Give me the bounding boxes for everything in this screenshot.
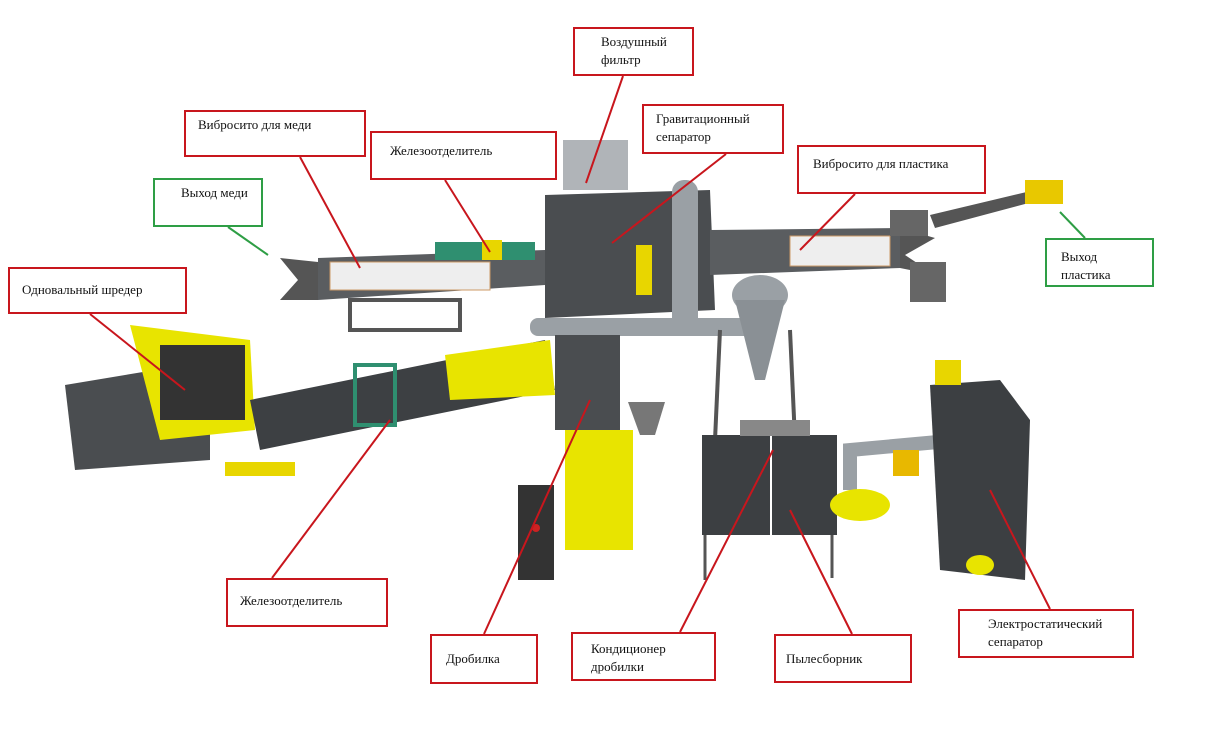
label-iron-separator-top: Железоотделитель — [370, 131, 557, 180]
label-iron-separator-bottom: Железоотделитель — [226, 578, 388, 627]
label-copper-output: Выход меди — [153, 178, 263, 227]
central-separator-tower — [530, 140, 760, 336]
label-plastic-output: Выход пластика — [1045, 238, 1154, 287]
electrostatic-separator — [830, 360, 1030, 580]
label-plastic-sieve: Вибросито для пластика — [797, 145, 986, 194]
crusher — [518, 335, 665, 580]
label-single-shaft-shredder: Одновальный шредер — [8, 267, 187, 314]
shredder — [65, 325, 555, 476]
callout-lines — [89, 75, 1051, 635]
label-air-filter: Воздушный фильтр — [573, 27, 694, 76]
output-callout-lines — [227, 211, 1086, 256]
label-gravity-separator: Гравитационный сепаратор — [642, 104, 784, 154]
plastic-vibrating-sieve — [710, 180, 1063, 302]
label-electrostatic-separator: Электростатический сепаратор — [958, 609, 1134, 658]
label-dust-collector: Пылесборник — [774, 634, 912, 683]
label-copper-sieve: Вибросито для меди — [184, 110, 366, 157]
cyclone — [713, 275, 797, 441]
dust-collector — [702, 420, 837, 580]
label-crusher-conditioner: Кондиционер дробилки — [571, 632, 716, 681]
copper-vibrating-sieve — [280, 240, 545, 332]
label-crusher: Дробилка — [430, 634, 538, 684]
